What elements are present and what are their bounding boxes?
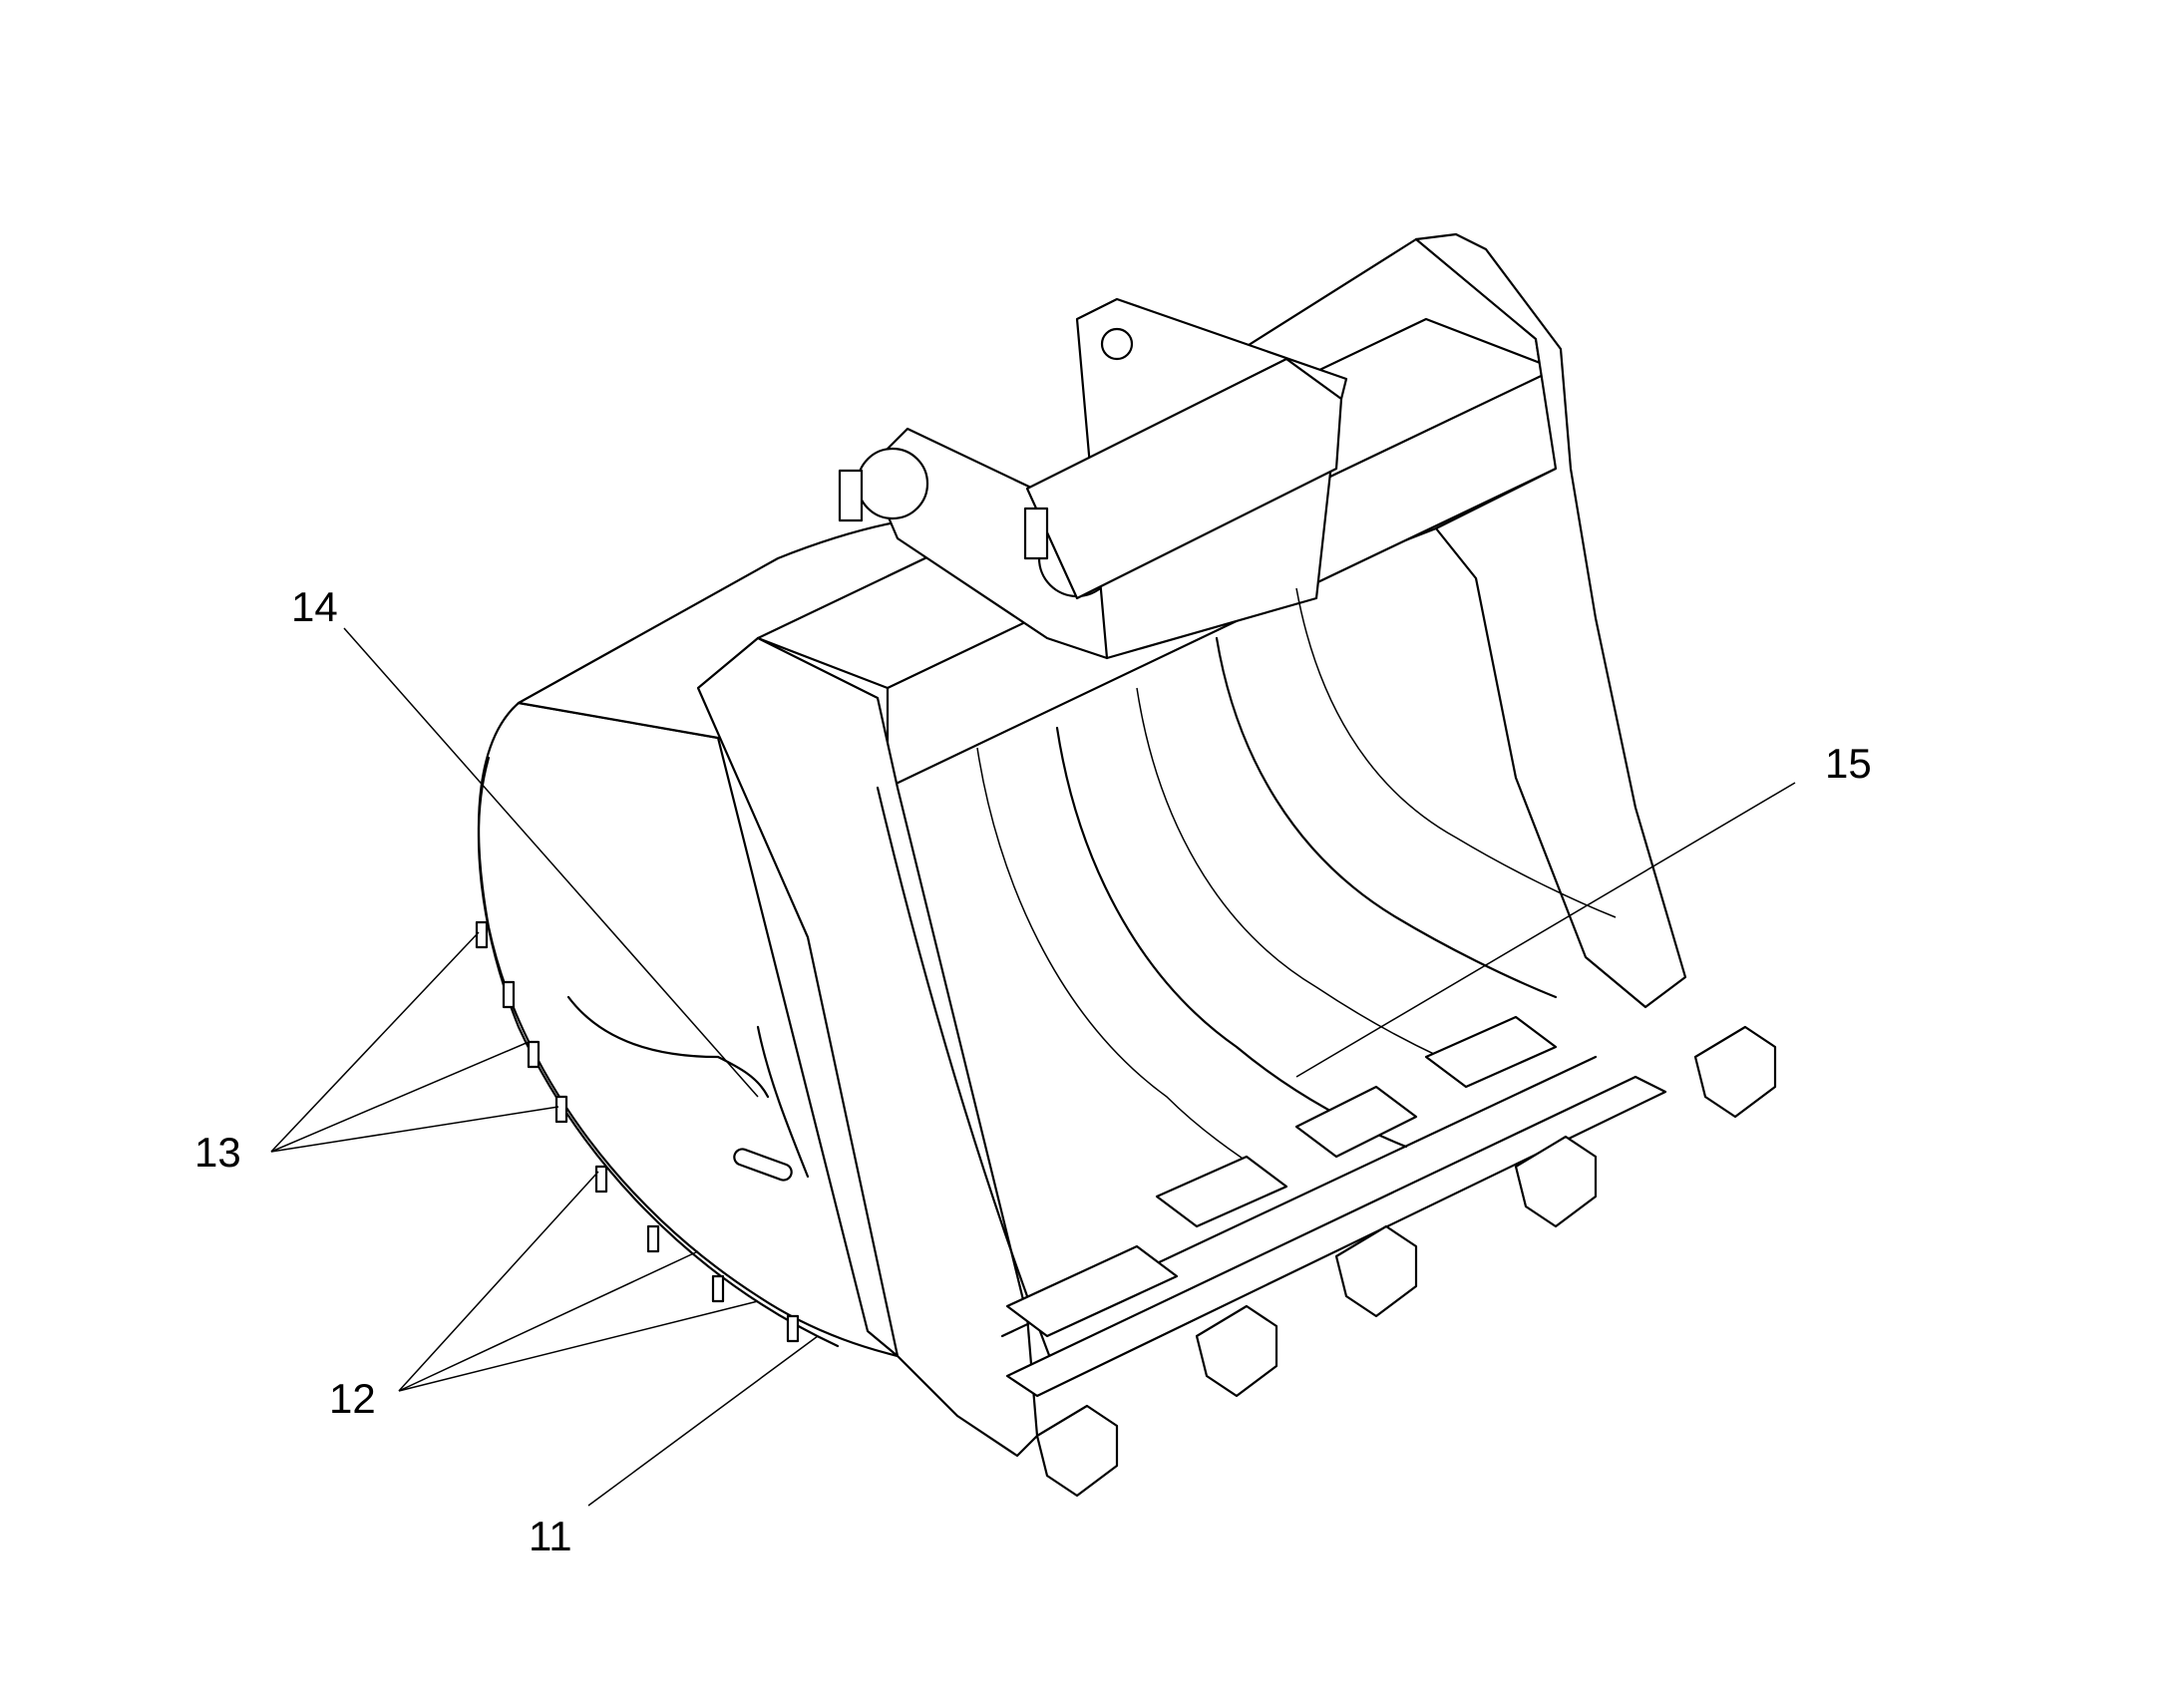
side-wear-strips <box>475 920 800 1343</box>
teeth <box>1035 1025 1777 1498</box>
side-features <box>566 995 810 1182</box>
label-11: 11 <box>529 1513 572 1559</box>
label-15: 15 <box>1825 740 1872 787</box>
label-12: 12 <box>329 1375 376 1422</box>
label-14: 14 <box>291 583 338 630</box>
leader-lines <box>270 627 1796 1507</box>
label-13: 13 <box>194 1129 241 1176</box>
right-side-arm <box>1414 232 1687 1009</box>
wear-plates <box>1005 1015 1558 1338</box>
pin-ears <box>838 297 1348 660</box>
